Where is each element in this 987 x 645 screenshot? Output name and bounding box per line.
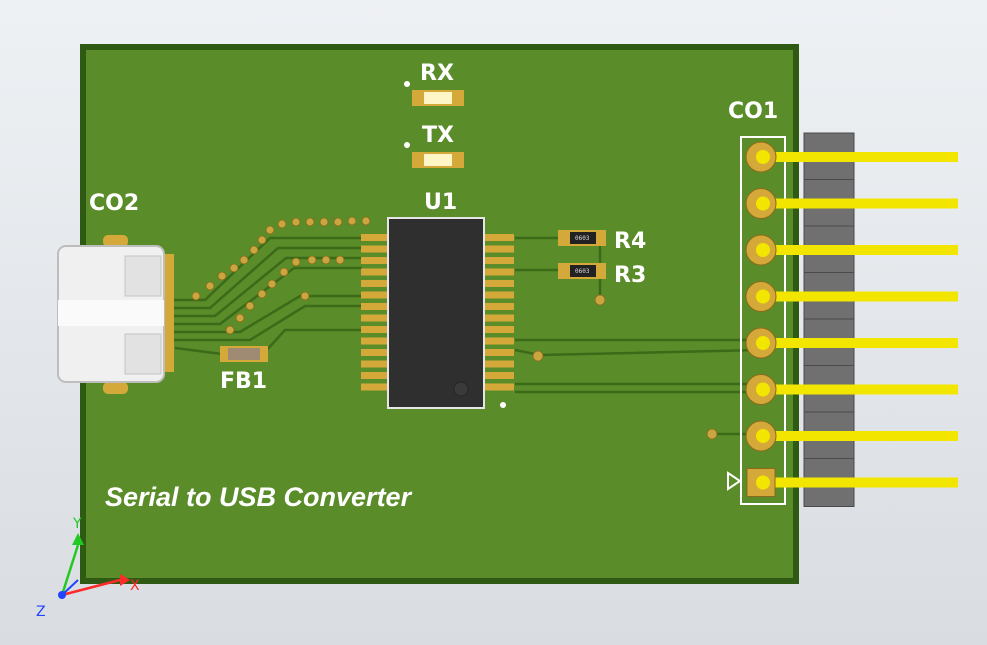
ic-pin-right [484,257,514,264]
header-pin [770,338,958,348]
header-pin [770,198,958,209]
label-fb1: FB1 [220,369,267,394]
ic-pin-left [361,257,389,264]
header-pin-tip [756,475,770,490]
ic-pin-left [361,383,389,391]
header-pin-tip [756,336,770,350]
header-pin [770,291,958,302]
ic-pin-right [484,383,514,391]
ic-pin-right [484,303,514,310]
header-co1 [745,132,958,507]
header-pin [770,152,958,162]
ic-pin-right [484,337,514,345]
ic-pin-left [361,314,389,322]
ic-pin-left [361,280,389,287]
header-pin-tip [756,429,770,443]
ic-pin-right [484,280,514,287]
header-pin [770,245,958,255]
led-rx [404,81,464,106]
ic-pin-right [484,360,514,368]
ic-pin-right [484,349,514,356]
label-tx: TX [422,123,454,148]
axis-y-label: Y [72,516,82,532]
label-rx: RX [420,61,454,86]
pin-indicator-dot [500,402,506,408]
ic-pin-left [361,245,389,253]
axis-x-label: X [130,578,140,594]
ic-pin-right [484,291,514,299]
ic-pin-right [484,314,514,322]
usb-c-connector [57,235,174,394]
ic-pin-left [361,234,389,241]
header-pin-tip [756,150,770,164]
ic-pin-right [484,268,514,276]
led-tx [404,142,464,168]
resistor-r4: 0603 [558,230,606,246]
ic-pin-left [361,326,389,333]
header-pin [770,477,958,488]
ic-pin-left [361,303,389,310]
pin1-mark [453,381,469,397]
ic-u1-body [387,217,485,409]
ic-pin-right [484,326,514,333]
ic-u1 [361,234,514,391]
header-pin-tip [756,289,770,304]
ic-pin-left [361,349,389,356]
board-title: Serial to USB Converter [105,482,413,512]
ic-pin-right [484,234,514,241]
header-pin-tip [756,196,770,211]
header-pin-tip [756,243,770,257]
ic-pin-right [484,245,514,253]
axis-triad: X Y Z [36,516,140,620]
ic-pin-right [484,372,514,379]
label-r4: R4 [614,229,646,254]
ic-pin-left [361,337,389,345]
via-dots [191,216,718,440]
r3-code: 0603 [575,268,590,275]
pin1-triangle [727,471,742,491]
copper-traces [165,236,761,436]
header-silkscreen-outline [740,136,786,505]
label-co1: CO1 [728,99,778,124]
label-u1: U1 [424,190,457,215]
label-r3: R3 [614,263,646,288]
label-co2: CO2 [89,191,139,216]
ic-pin-left [361,360,389,368]
header-pin [770,431,958,441]
ferrite-bead-fb1 [220,346,268,362]
header-pin [770,384,958,395]
ic-pin-left [361,291,389,299]
axis-z-label: Z [36,604,46,620]
header-pin-tip [756,382,770,397]
resistor-r3: 0603 [558,263,606,279]
r4-code: 0603 [575,235,590,242]
ic-pin-left [361,268,389,276]
ic-pin-left [361,372,389,379]
